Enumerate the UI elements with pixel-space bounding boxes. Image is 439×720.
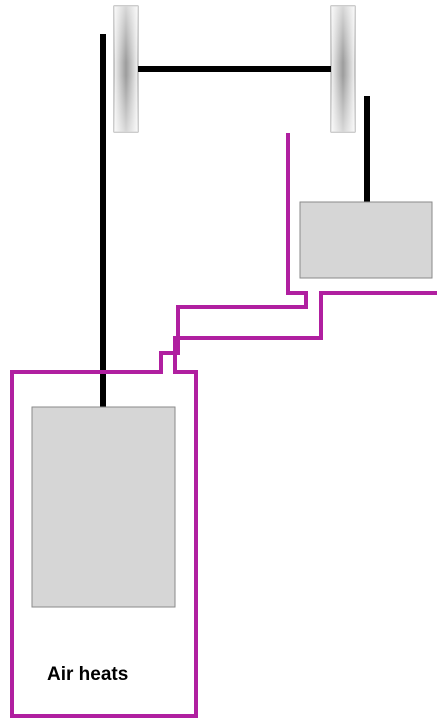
- left-pulley: [113, 5, 139, 133]
- right-pulley: [330, 5, 356, 133]
- right-weight-block: [299, 201, 433, 279]
- air-chamber-outline: [10, 133, 437, 718]
- heater-chamber-label: Air heats: [47, 664, 129, 685]
- left-weight-block: [31, 406, 176, 608]
